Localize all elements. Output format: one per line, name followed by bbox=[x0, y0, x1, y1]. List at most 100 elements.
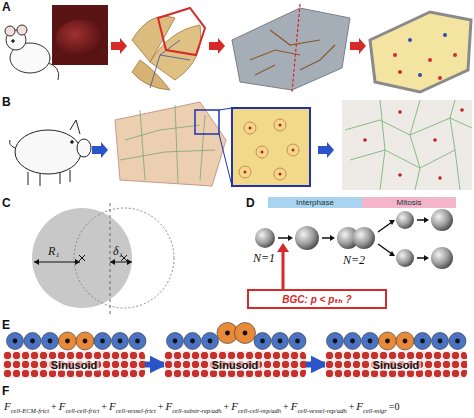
red-arrow bbox=[209, 38, 225, 54]
force-symbol: F bbox=[59, 400, 66, 412]
tissue-cell bbox=[42, 333, 59, 350]
tissue-cell bbox=[414, 333, 431, 350]
moving-cell bbox=[59, 332, 77, 350]
tissue-cell bbox=[202, 333, 219, 350]
panel-letter: A bbox=[2, 0, 11, 14]
step-arrow bbox=[306, 362, 325, 368]
cell-nucleus bbox=[420, 339, 425, 344]
cell-nucleus bbox=[333, 339, 338, 344]
panel-letter: B bbox=[2, 95, 11, 109]
tissue-cell bbox=[449, 333, 466, 350]
tissue-cell bbox=[289, 333, 306, 350]
symbol-label: N=2 bbox=[343, 253, 365, 268]
node-text: Sinusoid bbox=[371, 359, 421, 371]
cell-nucleus bbox=[403, 339, 408, 344]
sinusoid-band: Sinusoid bbox=[325, 351, 467, 378]
cell-nucleus bbox=[13, 339, 18, 344]
panel-letter: E bbox=[2, 318, 10, 332]
moving-cell bbox=[379, 332, 397, 350]
cell-nucleus bbox=[30, 339, 35, 344]
moving-cell bbox=[76, 332, 94, 350]
operator: =0 bbox=[389, 401, 400, 412]
tissue-cell bbox=[344, 333, 361, 350]
phase-band: Interphase bbox=[268, 197, 362, 208]
tissue-cell bbox=[129, 333, 146, 350]
phase-band: Mitosis bbox=[362, 197, 456, 208]
tissue-cell bbox=[254, 333, 271, 350]
force-equation: Fcell-ECM-frict+Fcell-cell-frict+Fcell-v… bbox=[4, 396, 402, 414]
panel-letter: F bbox=[2, 384, 9, 398]
force-subscript: cell-ECM-frict bbox=[11, 407, 49, 414]
force-symbol: F bbox=[231, 400, 238, 412]
node-text: Mitosis bbox=[397, 198, 422, 207]
cell-nucleus bbox=[173, 339, 178, 344]
force-subscript: cell-cell-frict bbox=[65, 407, 99, 414]
cell-nucleus bbox=[118, 339, 123, 344]
blue-arrow bbox=[318, 142, 334, 158]
pig-liver bbox=[115, 102, 310, 186]
force-subscript: cell-substr-rep/adh bbox=[172, 407, 221, 414]
force-subscript: cell-cell-rep/adh bbox=[238, 407, 281, 414]
cell-nucleus bbox=[100, 339, 105, 344]
cell-nucleus bbox=[65, 339, 70, 344]
step-arrow bbox=[145, 362, 164, 368]
red-arrow bbox=[111, 38, 127, 54]
node-text: Interphase bbox=[296, 198, 334, 207]
cell-nucleus bbox=[83, 339, 88, 344]
liver-lobes bbox=[132, 8, 205, 90]
tissue-cell bbox=[7, 333, 24, 350]
yellow-slice bbox=[370, 12, 471, 92]
cell-nucleus bbox=[368, 339, 373, 344]
tissue-cell bbox=[167, 333, 184, 350]
cell-nucleus bbox=[48, 339, 53, 344]
red-arrow bbox=[350, 38, 366, 54]
cell-nucleus bbox=[350, 339, 355, 344]
force-symbol: F bbox=[4, 400, 11, 412]
cell-nucleus bbox=[295, 339, 300, 344]
tissue-cell bbox=[362, 333, 379, 350]
cell-nucleus bbox=[208, 339, 213, 344]
condition-box: BGC: p < pₜₕ ? bbox=[247, 289, 387, 309]
cell-nucleus bbox=[385, 339, 390, 344]
circle-overlap bbox=[32, 203, 174, 314]
mouse bbox=[5, 25, 59, 80]
node-text: Sinusoid bbox=[210, 359, 260, 371]
cell-nucleus bbox=[260, 339, 265, 344]
gray-slice bbox=[232, 4, 350, 92]
liver-photo-organ bbox=[56, 20, 104, 56]
tissue-cell bbox=[94, 333, 111, 350]
sinusoid-band: Sinusoid bbox=[3, 351, 145, 378]
operator: + bbox=[283, 401, 289, 412]
tissue-cell bbox=[272, 333, 289, 350]
operator: + bbox=[51, 401, 57, 412]
force-subscript: cell-vessel-frict bbox=[116, 407, 156, 414]
symbol-label: R₁ bbox=[48, 244, 60, 259]
node-text: Sinusoid bbox=[49, 359, 99, 371]
force-symbol: F bbox=[291, 400, 298, 412]
liver-photo bbox=[52, 5, 108, 65]
panel-letter: D bbox=[246, 196, 255, 210]
cell-nucleus bbox=[135, 339, 140, 344]
cell-division bbox=[255, 209, 453, 289]
force-subscript: cell-vessel-rep/adh bbox=[297, 407, 346, 414]
panel-letter: C bbox=[2, 196, 11, 210]
operator: + bbox=[101, 401, 107, 412]
operator: + bbox=[349, 401, 355, 412]
cell-nucleus bbox=[438, 339, 443, 344]
operator: + bbox=[224, 401, 230, 412]
sinusoid-band: Sinusoid bbox=[164, 351, 306, 378]
operator: + bbox=[158, 401, 164, 412]
force-symbol: F bbox=[165, 400, 172, 412]
moving-cell bbox=[396, 332, 414, 350]
node-text: BGC: p < pₜₕ ? bbox=[282, 294, 351, 305]
cell-nucleus bbox=[455, 339, 460, 344]
moving-cell bbox=[235, 323, 256, 344]
tissue-cell bbox=[112, 333, 129, 350]
cell-layer bbox=[7, 323, 467, 351]
tissue-cell bbox=[432, 333, 449, 350]
force-subscript: cell-migr bbox=[363, 407, 387, 414]
symbol-label: δ₁ bbox=[113, 244, 123, 259]
symbol-label: N=1 bbox=[253, 251, 275, 266]
tissue-cell bbox=[24, 333, 41, 350]
